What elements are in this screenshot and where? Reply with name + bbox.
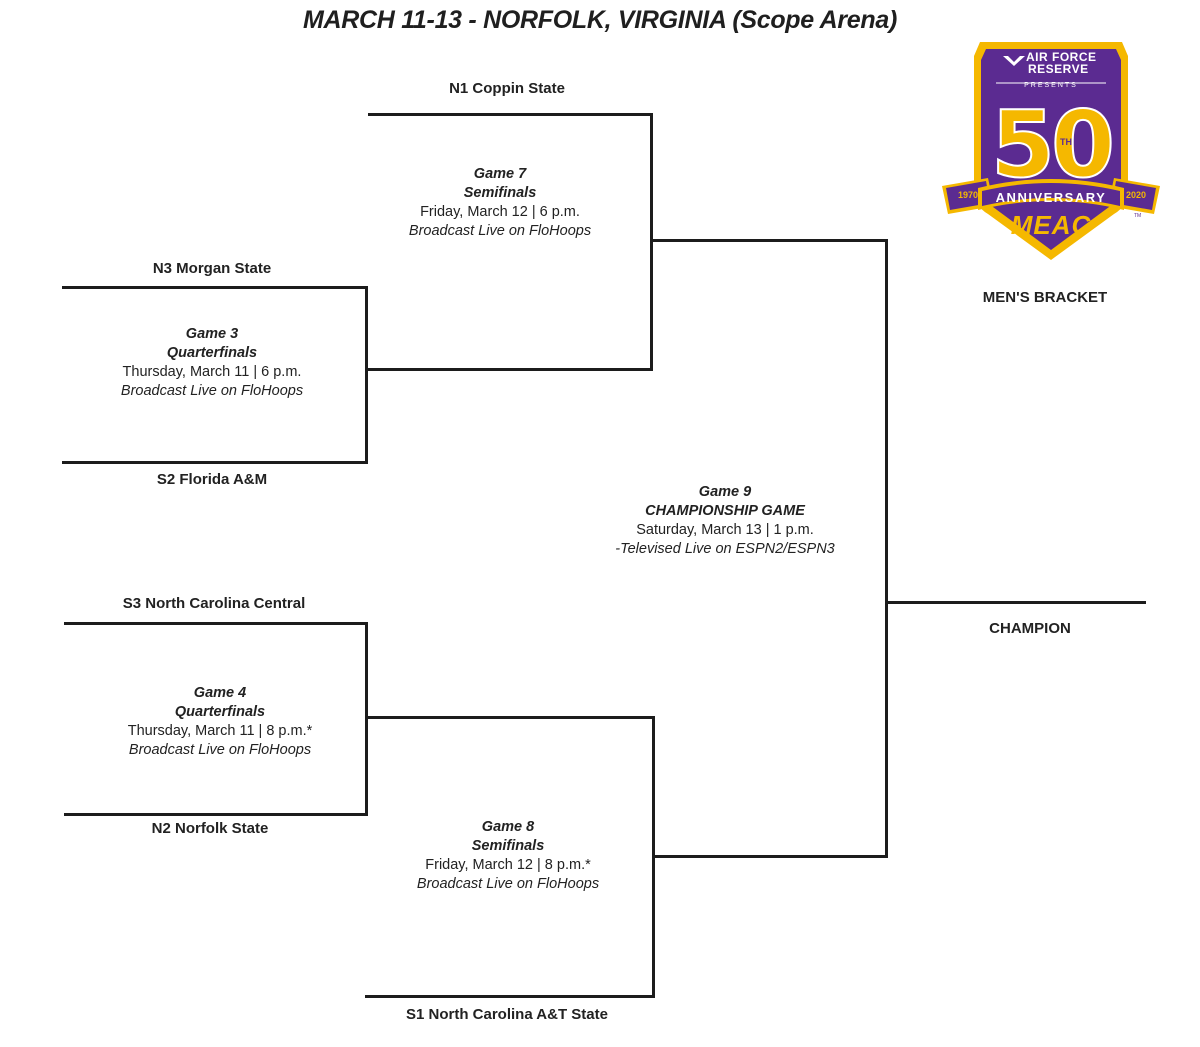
logo-year-start: 1970 xyxy=(957,190,979,200)
game8-broadcast: Broadcast Live on FloHoops xyxy=(416,876,600,892)
logo-graphic: 50 xyxy=(942,42,1160,260)
team-s1: S1 North Carolina A&T State xyxy=(406,1006,608,1023)
logo-big-number: 50 xyxy=(991,91,1111,198)
line-g7-vertical xyxy=(650,113,653,371)
logo-sponsor-line2: RESERVE xyxy=(1028,62,1089,76)
game3-round: Quarterfinals xyxy=(166,345,258,361)
game4-round: Quarterfinals xyxy=(174,704,266,720)
game9-info: Game 9 CHAMPIONSHIP GAME Saturday, March… xyxy=(590,483,860,559)
line-g3-vertical xyxy=(365,286,368,464)
game7-round: Semifinals xyxy=(463,185,537,201)
team-s3: S3 North Carolina Central xyxy=(122,595,306,612)
team-n3: N3 Morgan State xyxy=(152,260,272,277)
game9-round: CHAMPIONSHIP GAME xyxy=(645,503,805,519)
logo-air-force-emblem xyxy=(1003,54,1025,68)
logo-anniversary: ANNIVERSARY xyxy=(995,190,1107,205)
game8-date: Friday, March 12 | 8 p.m.* xyxy=(425,857,591,873)
game3-number: Game 3 xyxy=(185,326,239,342)
line-n1-slot xyxy=(368,113,653,116)
bracket-label: MEN'S BRACKET xyxy=(982,289,1108,306)
logo-year-end: 2020 xyxy=(1125,190,1147,200)
game4-date: Thursday, March 11 | 8 p.m.* xyxy=(127,723,313,739)
logo-conference: MEAC xyxy=(1010,210,1092,240)
line-g4-vertical xyxy=(365,622,368,816)
line-s3-slot xyxy=(64,622,368,625)
logo-presents: PRESENTS xyxy=(1024,82,1078,89)
game8-info: Game 8 Semifinals Friday, March 12 | 8 p… xyxy=(378,818,638,894)
game9-number: Game 9 xyxy=(698,484,752,500)
line-g9-vertical xyxy=(885,239,888,858)
game9-broadcast: -Televised Live on ESPN2/ESPN3 xyxy=(615,541,835,557)
game8-number: Game 8 xyxy=(481,819,535,835)
team-n2: N2 Norfolk State xyxy=(151,820,269,837)
line-g4-winner-slot xyxy=(365,716,655,719)
game7-info: Game 7 Semifinals Friday, March 12 | 6 p… xyxy=(370,165,630,241)
line-g3-winner-slot xyxy=(366,368,653,371)
game3-info: Game 3 Quarterfinals Thursday, March 11 … xyxy=(72,325,352,401)
game3-broadcast: Broadcast Live on FloHoops xyxy=(120,383,304,399)
team-n1: N1 Coppin State xyxy=(449,80,565,97)
game8-round: Semifinals xyxy=(471,838,545,854)
game3-date: Thursday, March 11 | 6 p.m. xyxy=(122,364,302,380)
page-title: MARCH 11-13 - NORFOLK, VIRGINIA (Scope A… xyxy=(303,6,897,34)
game4-broadcast: Broadcast Live on FloHoops xyxy=(128,742,312,758)
line-champion-slot xyxy=(885,601,1146,604)
line-g7-winner-slot xyxy=(650,239,888,242)
logo-th: TH xyxy=(1060,137,1072,147)
logo-fifty: 50 xyxy=(990,90,1116,199)
game4-number: Game 4 xyxy=(193,685,247,701)
game4-info: Game 4 Quarterfinals Thursday, March 11 … xyxy=(80,684,360,760)
line-n3-slot xyxy=(62,286,368,289)
meac-50th-logo: 50 AIR FORCE RESERVE PRESENTS TH ANNIVER… xyxy=(938,38,1164,266)
game9-date: Saturday, March 13 | 1 p.m. xyxy=(636,522,814,538)
logo-tm: TM xyxy=(1134,213,1142,219)
champion-label: CHAMPION xyxy=(989,620,1071,637)
team-s2: S2 Florida A&M xyxy=(156,471,268,488)
game7-number: Game 7 xyxy=(473,166,527,182)
line-s1-slot xyxy=(365,995,655,998)
game7-date: Friday, March 12 | 6 p.m. xyxy=(420,204,580,220)
line-n2-slot xyxy=(64,813,368,816)
logo-sponsor-line1: AIR FORCE xyxy=(1026,50,1097,64)
line-s2-slot xyxy=(62,461,368,464)
line-g8-winner-slot xyxy=(652,855,888,858)
game7-broadcast: Broadcast Live on FloHoops xyxy=(408,223,592,239)
